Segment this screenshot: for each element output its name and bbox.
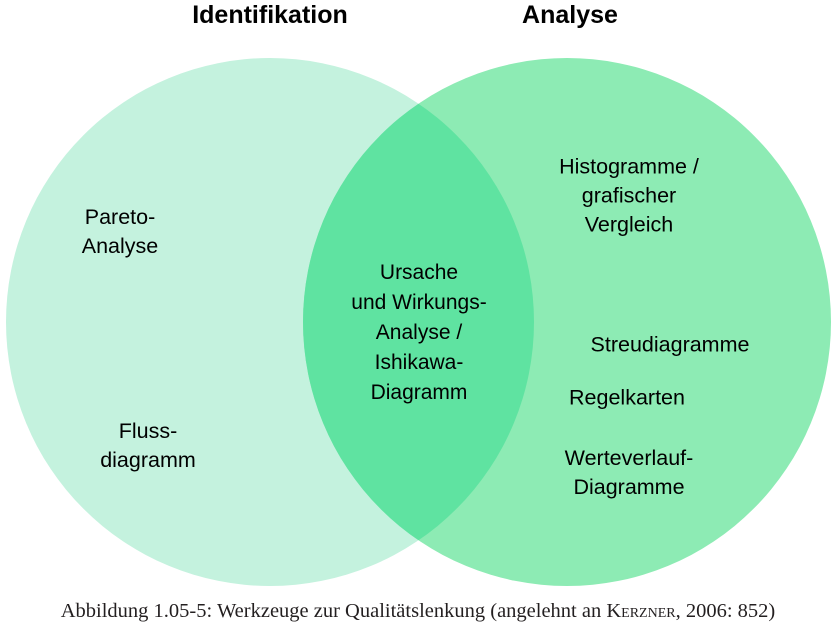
caption-prefix: Abbildung 1.05-5: Werkzeuge zur Qualität… <box>60 600 607 622</box>
figure-caption: Abbildung 1.05-5: Werkzeuge zur Qualität… <box>0 598 836 624</box>
venn-overlap-region <box>303 58 534 586</box>
caption-source: Kerzner <box>606 600 676 622</box>
caption-suffix: , 2006: 852) <box>675 600 776 622</box>
venn-heading-left: Identifikation <box>192 1 348 29</box>
venn-heading-right: Analyse <box>522 1 618 29</box>
venn-circles <box>6 58 831 586</box>
